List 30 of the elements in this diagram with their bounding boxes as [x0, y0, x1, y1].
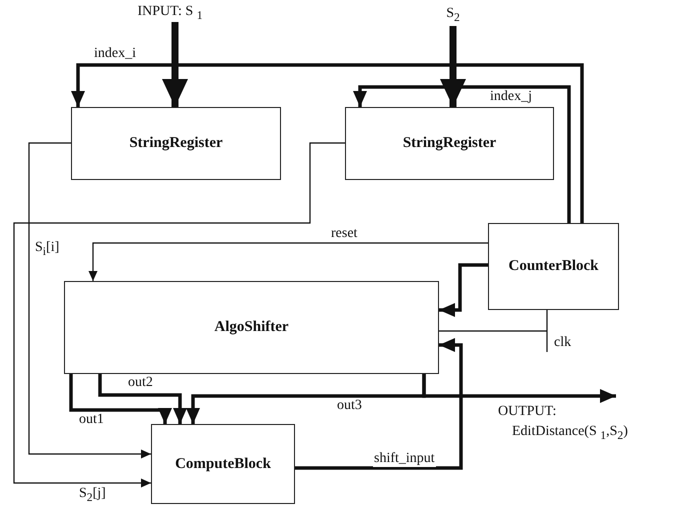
block-title: StringRegister: [129, 135, 223, 152]
arrow: [28, 142, 151, 458]
arrow: [71, 63, 584, 223]
edge-label: index_j: [489, 89, 533, 105]
input-label: S$_{2}$: [446, 5, 460, 26]
block-title: ComputeBlock: [175, 456, 271, 472]
input-label: INPUT: S $_{1}$: [137, 3, 203, 24]
compute-box: [151, 424, 295, 504]
arrow: [353, 85, 571, 223]
block-title: AlgoShifter: [214, 319, 289, 336]
shifter-box: [64, 281, 439, 374]
arrow: [162, 22, 188, 107]
register-box: [345, 107, 554, 180]
arrow: [295, 338, 463, 470]
block-title: StringRegister: [402, 135, 496, 152]
arrow: [422, 374, 616, 403]
arrow: [98, 374, 187, 424]
output-label: EditDistance(S $_{1}$,S$_{2}$): [511, 423, 628, 444]
edge-label: shift_input: [373, 451, 436, 467]
block-title: CounterBlock: [508, 258, 598, 275]
register-box: [71, 107, 281, 180]
arrow: [440, 26, 466, 107]
counter-box: [488, 223, 619, 310]
arrow: [439, 263, 488, 317]
signal-line: [438, 309, 548, 353]
arrow: [13, 142, 345, 488]
arrow: [69, 374, 172, 424]
arrow: [88, 242, 488, 281]
edge-label: index_i: [93, 46, 137, 62]
output-label: OUTPUT:: [498, 403, 556, 421]
